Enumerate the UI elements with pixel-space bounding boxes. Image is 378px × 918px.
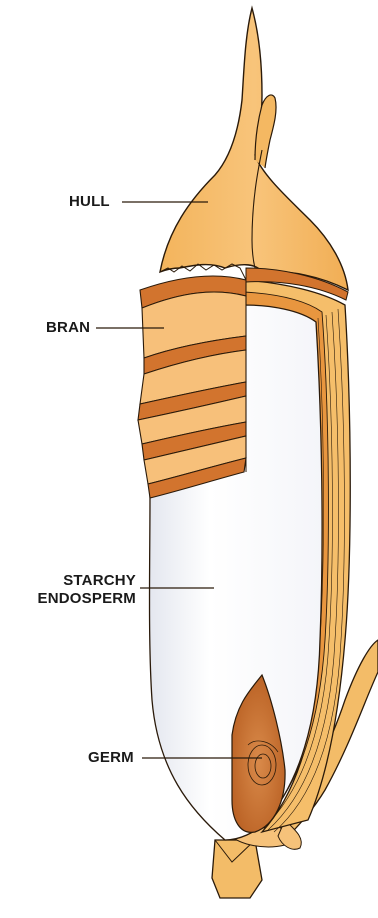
hull-label: HULL (69, 194, 110, 210)
germ-label: GERM (88, 750, 134, 766)
bran-label: BRAN (46, 320, 90, 336)
bran-layers (138, 276, 246, 498)
endosperm-label-line1: STARCHY (63, 573, 136, 589)
hull (160, 8, 348, 300)
endosperm-label-line2: ENDOSPERM (38, 591, 136, 607)
